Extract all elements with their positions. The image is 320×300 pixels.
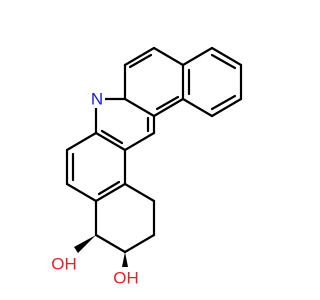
bond <box>123 131 156 152</box>
bond <box>181 97 214 118</box>
ring-d-benzo <box>65 131 127 203</box>
bond <box>123 233 156 254</box>
bond <box>123 46 156 67</box>
ring-e-saturated <box>94 182 156 254</box>
double-bond-inner <box>97 180 121 196</box>
double-bond-inner <box>210 94 237 111</box>
bond <box>123 182 156 203</box>
double-bond-inner <box>210 53 237 70</box>
bond <box>181 46 214 67</box>
double-bond-inner <box>155 95 180 111</box>
bond <box>94 233 127 254</box>
solid-wedge-bond <box>122 252 128 267</box>
ring-a-benzo <box>181 46 243 118</box>
hashed-wedge-bond <box>74 235 96 253</box>
bond <box>94 131 127 152</box>
bond <box>152 46 185 67</box>
dibenzacridine-diol-structure: N OH OH <box>51 46 243 288</box>
nitrogen-atom-label: N <box>91 89 103 108</box>
nitrogen-label-bg <box>89 90 105 108</box>
double-bond-inner <box>128 53 153 69</box>
ring-c-pyridine <box>94 97 156 152</box>
bond <box>65 182 98 203</box>
bond <box>65 131 98 152</box>
bond <box>210 46 243 67</box>
hydroxyl-atom-label-2: OH <box>113 268 139 287</box>
ring-b <box>123 46 185 118</box>
bond <box>94 182 127 203</box>
bond <box>123 97 156 118</box>
hydroxyl-atom-label-1: OH <box>51 254 77 273</box>
bond <box>152 97 185 118</box>
bond <box>210 97 243 118</box>
double-bond-inner <box>100 129 124 145</box>
